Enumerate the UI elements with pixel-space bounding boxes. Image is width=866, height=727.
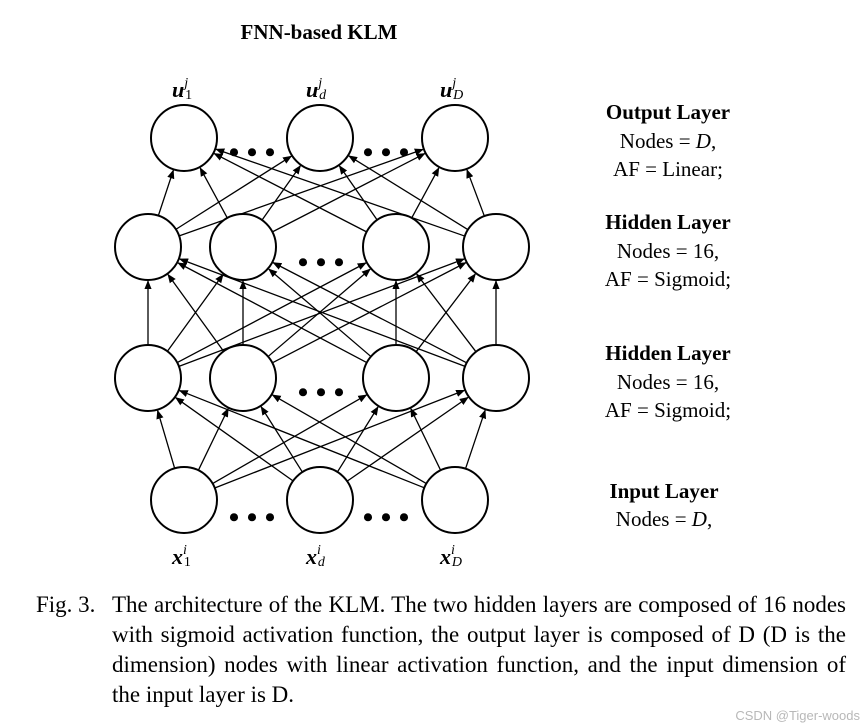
hidden-layer-1-info: Hidden Layer Nodes = 16, AF = Sigmoid; [605,341,731,422]
edge-hidden2-1-to-output-0 [199,167,229,220]
hidden-layer-2-nodes: Nodes = 16, [617,239,719,263]
neuron-nodes [114,104,530,534]
edge-hidden1-2-to-hidden2-3 [414,273,476,353]
ellipsis-input-1: • • • [229,501,276,534]
node-hidden1-2 [362,344,430,412]
network-diagram: FNN-based KLM • • • • • • • • • • • • • … [114,20,731,570]
edge-hidden2-2-to-output-1 [338,165,379,222]
edge-input-1-to-hidden1-1 [260,405,304,474]
edge-hidden1-2-to-hidden2-1 [268,268,373,358]
diagram-title: FNN-based KLM [241,20,398,44]
edge-hidden1-3-to-hidden2-1 [272,262,468,364]
node-hidden1-0 [114,344,182,412]
node-output-2 [421,104,489,172]
node-hidden2-1 [209,213,277,281]
node-input-2 [421,466,489,534]
input-layer-info: Input Layer Nodes = D, [609,479,718,531]
node-output-1 [286,104,354,172]
edge-hidden2-1-to-output-2 [271,152,426,233]
input-layer-nodes: Nodes = D, [616,507,712,531]
output-layer-af: AF = Linear; [613,157,723,181]
node-input-1 [286,466,354,534]
edge-input-0-to-hidden1-0 [156,409,176,470]
figure-number: Fig. 3. [36,592,96,617]
input-layer-title: Input Layer [609,479,718,503]
hidden-layer-2-af: AF = Sigmoid; [605,267,731,291]
node-hidden1-1 [209,344,277,412]
ellipsis-output-1: • • • [229,136,276,169]
output-layer-info: Output Layer Nodes = D, AF = Linear; [606,100,730,181]
hidden-layer-2-info: Hidden Layer Nodes = 16, AF = Sigmoid; [605,210,731,291]
hidden-layer-1-title: Hidden Layer [605,341,730,365]
edge-input-1-to-hidden1-3 [345,396,469,483]
edge-hidden1-1-to-hidden2-0 [167,273,225,353]
ellipsis-hidden1: • • • [298,376,345,409]
edge-hidden1-0-to-hidden2-2 [175,262,367,364]
hidden-layer-1-nodes: Nodes = 16, [617,370,719,394]
edge-hidden1-3-to-hidden2-2 [416,273,478,353]
node-input-0 [150,466,218,534]
connection-edges [144,148,500,489]
edge-hidden1-0-to-hidden2-1 [166,273,224,353]
watermark: CSDN @Tiger-woods [735,708,860,723]
node-output-0 [150,104,218,172]
ellipsis-output-2: • • • [363,136,410,169]
node-hidden1-3 [462,344,530,412]
edge-input-1-to-hidden1-2 [336,406,379,474]
figure-caption: Fig. 3. The architecture of the KLM. The… [36,590,846,710]
caption-text: The architecture of the KLM. The two hid… [112,592,846,707]
edge-hidden1-1-to-hidden2-2 [266,268,371,358]
node-hidden2-0 [114,213,182,281]
edge-hidden2-2-to-output-0 [213,152,368,233]
edge-hidden1-2-to-hidden2-0 [177,262,369,364]
ellipsis-hidden2: • • • [298,246,345,279]
edge-hidden2-0-to-output-0 [157,169,175,217]
node-hidden2-3 [462,213,530,281]
hidden-layer-2-title: Hidden Layer [605,210,730,234]
node-hidden2-2 [362,213,430,281]
edge-input-0-to-hidden1-2 [211,394,368,485]
edge-input-2-to-hidden1-3 [464,409,487,470]
output-layer-title: Output Layer [606,100,730,124]
edge-input-0-to-hidden1-3 [213,389,466,489]
edge-input-2-to-hidden1-1 [271,394,428,485]
edge-input-2-to-hidden1-0 [178,389,426,489]
edge-hidden2-3-to-output-0 [215,148,467,238]
edge-hidden2-3-to-output-1 [348,155,470,231]
edge-hidden2-1-to-output-1 [260,165,301,222]
output-layer-nodes: Nodes = D, [620,129,716,153]
edge-input-1-to-hidden1-0 [174,397,295,483]
ellipsis-input-2: • • • [363,501,410,534]
edge-hidden1-1-to-hidden2-3 [271,262,467,364]
edge-hidden2-2-to-output-2 [410,167,440,220]
edge-input-0-to-hidden1-1 [197,407,229,472]
edge-hidden2-3-to-output-2 [466,168,486,218]
hidden-layer-1-af: AF = Sigmoid; [605,398,731,422]
edge-input-2-to-hidden1-2 [410,407,442,472]
edge-hidden2-0-to-output-2 [177,148,424,237]
